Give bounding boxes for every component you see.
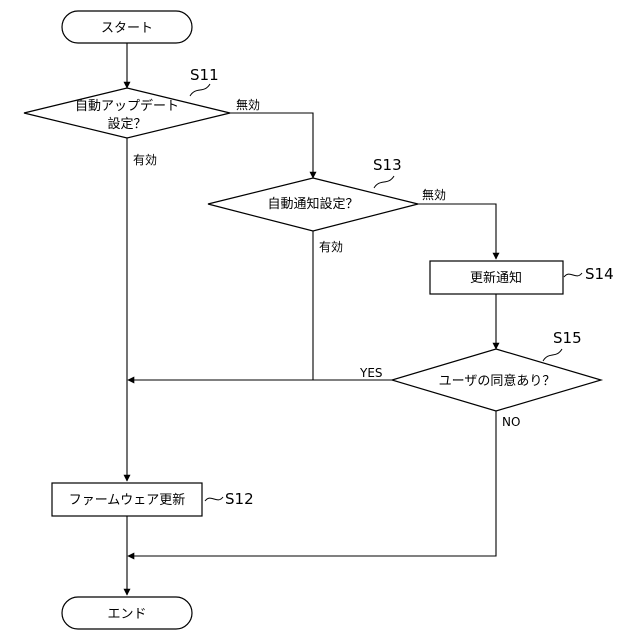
- s11-leader: [190, 84, 210, 96]
- decision-s11: 自動アップデート 設定？: [24, 88, 230, 138]
- s11-step-label: S11: [190, 66, 219, 84]
- s13-label: 自動通知設定？: [267, 196, 358, 212]
- start-label: スタート: [101, 21, 153, 36]
- decision-s13: 自動通知設定？: [208, 178, 418, 231]
- decision-s15: ユーザの同意あり？: [392, 349, 601, 411]
- s15-leader: [543, 349, 562, 361]
- s12-leader: [205, 497, 223, 501]
- end-label: エンド: [107, 607, 146, 622]
- s14-leader: [564, 273, 582, 277]
- s11-label-line2: 設定？: [107, 116, 146, 132]
- s13-step-label: S13: [373, 156, 402, 174]
- s15-yes-label: YES: [359, 366, 383, 380]
- process-s14: 更新通知: [430, 261, 563, 294]
- s11-label-line1: 自動アップデート: [75, 98, 179, 114]
- s13-enabled-label: 有効: [319, 239, 343, 254]
- arrow-s11-to-s13: [230, 113, 313, 178]
- s14-label: 更新通知: [470, 270, 522, 286]
- s12-step-label: S12: [225, 490, 254, 508]
- s13-leader: [374, 176, 394, 188]
- process-s12: ファームウェア更新: [52, 483, 202, 516]
- arrow-s13-to-s14: [418, 204, 496, 259]
- s12-label: ファームウェア更新: [69, 492, 186, 508]
- s15-step-label: S15: [553, 329, 582, 347]
- s13-disabled-label: 無効: [422, 187, 446, 202]
- node-end: エンド: [62, 597, 192, 629]
- node-start: スタート: [62, 11, 192, 43]
- s11-enabled-label: 有効: [133, 152, 157, 167]
- s14-step-label: S14: [585, 265, 614, 283]
- s11-disabled-label: 無効: [236, 97, 260, 112]
- s15-no-label: NO: [502, 415, 520, 429]
- s15-label: ユーザの同意あり？: [439, 373, 556, 389]
